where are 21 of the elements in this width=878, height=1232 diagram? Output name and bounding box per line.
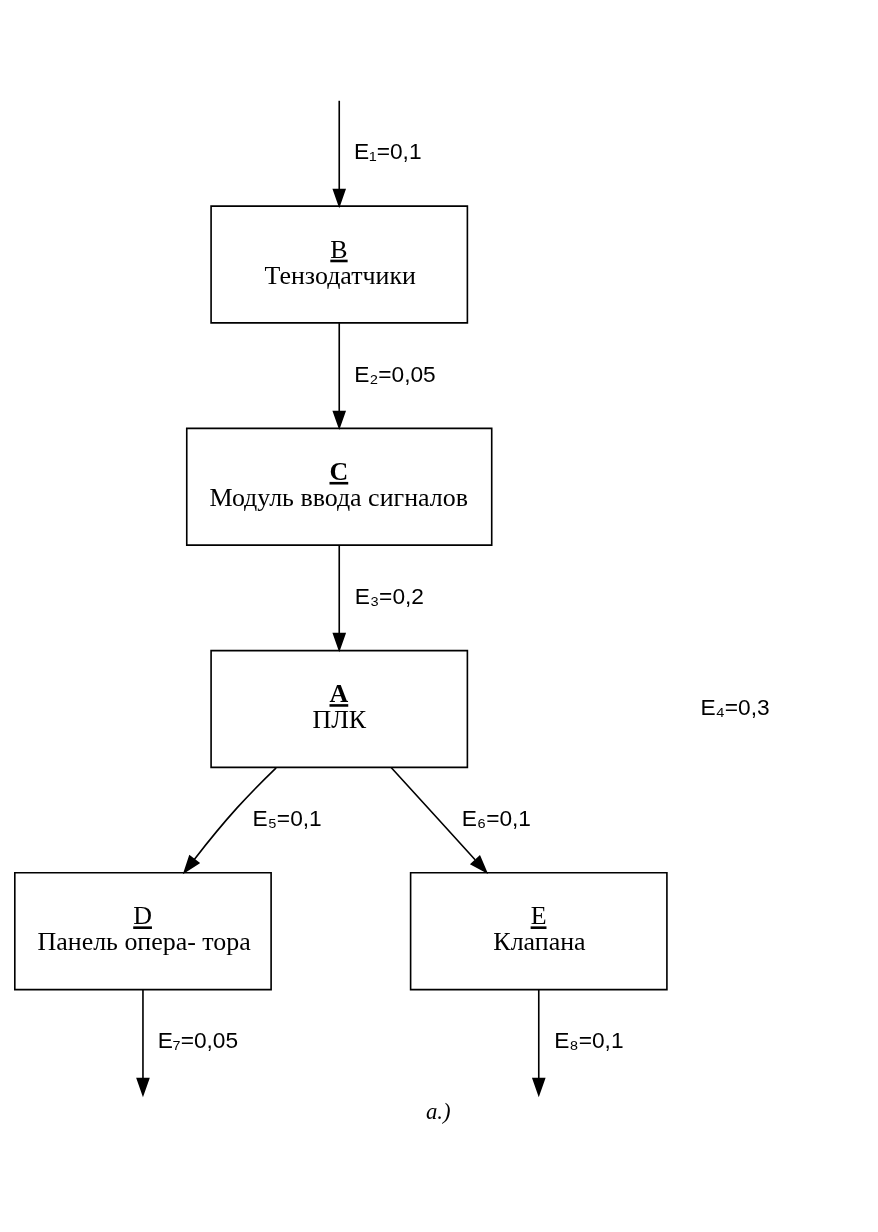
node-box: B Тензодатчики — [210, 204, 469, 324]
arrow — [332, 321, 347, 430]
label: E₄=0,3 — [700, 693, 770, 720]
node-box: A ПЛК — [210, 649, 469, 768]
edge-label: E₁=0,1 — [353, 137, 422, 164]
edge-label: E₂=0,05 — [354, 360, 436, 387]
arrow — [182, 766, 277, 874]
node-box: E Клапана — [409, 871, 668, 990]
edge-label: E₈=0,1 — [554, 1026, 624, 1053]
caption: a.) — [426, 1098, 451, 1124]
arrow — [531, 988, 546, 1097]
arrow — [332, 544, 347, 652]
arrow — [332, 99, 347, 208]
edge-label: E₆=0,1 — [461, 804, 531, 831]
edge-label: E₅=0,1 — [252, 804, 322, 831]
node-box: D Панель опера- тора — [14, 871, 272, 990]
arrow — [390, 766, 489, 874]
node-box: C Модуль ввода сигналов — [185, 427, 493, 546]
edge-label: E₇=0,05 — [157, 1026, 239, 1053]
arrow — [136, 988, 150, 1097]
edge-label: E₃=0,2 — [354, 582, 424, 609]
